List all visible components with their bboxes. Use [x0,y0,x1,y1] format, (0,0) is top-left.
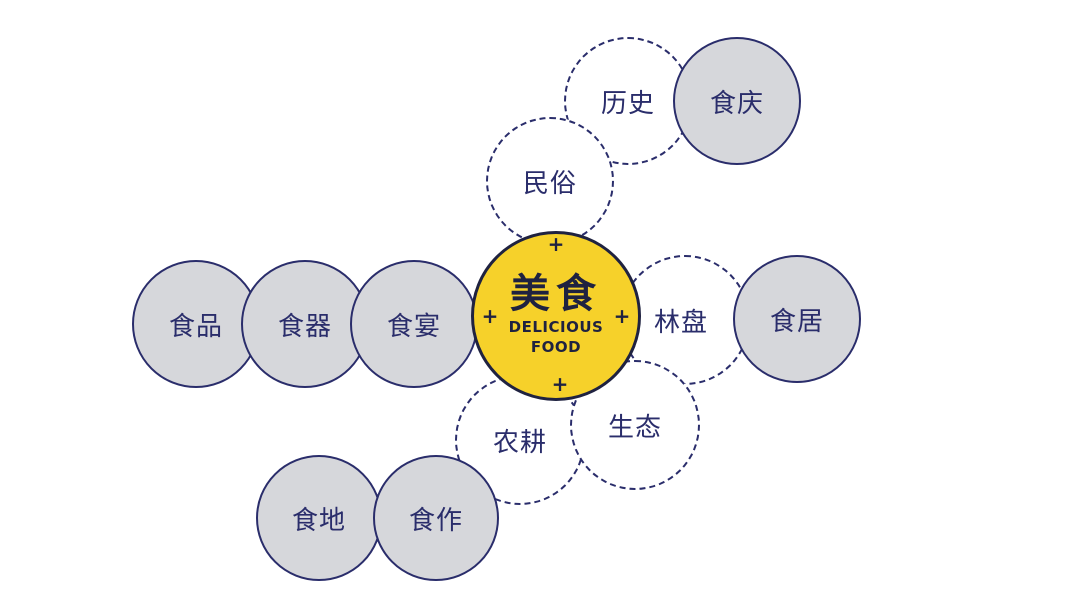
node-lishi-label: 历史 [600,88,655,119]
node-shiju-label: 食居 [769,306,824,337]
center-subtitle-line2: FOOD [530,338,582,356]
node-shiqi: 食器 [241,260,369,388]
node-shengtai-label: 生态 [607,412,662,443]
node-shiju: 食居 [733,255,861,383]
node-shiyan: 食宴 [350,260,478,388]
node-nonggeng-label: 农耕 [492,427,547,458]
node-minsu-label: 民俗 [522,168,577,199]
node-shiyan-label: 食宴 [386,311,441,342]
node-shizuo-label: 食作 [408,505,463,536]
node-minsu: 民俗 [486,117,614,245]
plus-top: + [547,232,565,256]
center-subtitle-line1: DELICIOUS [508,318,604,336]
node-shidi: 食地 [256,455,382,581]
node-shidi-label: 食地 [291,505,346,536]
node-linpan-label: 林盘 [653,307,708,338]
node-shipin: 食品 [132,260,260,388]
node-shiqing: 食庆 [673,37,801,165]
node-shizuo: 食作 [373,455,499,581]
center-title: 美食 [510,271,602,317]
plus-bottom: + [551,372,569,396]
node-shipin-label: 食品 [168,311,223,342]
plus-left: + [481,304,499,328]
node-shiqing-label: 食庆 [709,88,764,119]
plus-right: + [613,304,631,328]
node-shiqi-label: 食器 [277,311,332,342]
